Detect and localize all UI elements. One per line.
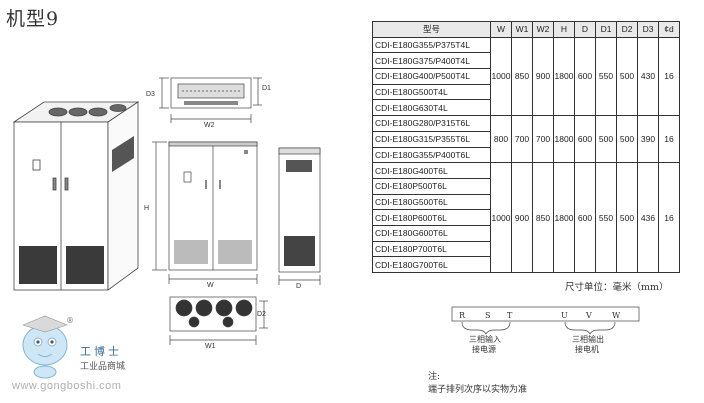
header-w: W <box>490 21 512 38</box>
value-cell: 600 <box>574 36 596 117</box>
watermark-url: www.gongboshi.com <box>12 380 122 392</box>
model-cell: CDI-E180P500T6L <box>372 177 491 195</box>
value-cell: 1800 <box>553 36 575 117</box>
model-cell: CDI-E180G315/P355T6L <box>372 130 491 148</box>
model-cell: CDI-E180G700T6L <box>372 256 491 273</box>
table-row: CDI-E180G280/P315T6L 800 700 700 1800 60… <box>372 115 680 164</box>
spec-table: 型号 W W1 W2 H D D1 D2 D3 ¢d CDI-E180G355/… <box>372 21 680 273</box>
value-cell: 1000 <box>490 162 512 273</box>
value-cell: 700 <box>511 115 533 164</box>
model-cell: CDI-E180G280/P315T6L <box>372 115 491 132</box>
value-cell: 16 <box>658 115 680 164</box>
value-cell: 1800 <box>553 115 575 164</box>
value-cell: 500 <box>595 115 617 164</box>
front-view-drawing <box>152 141 258 284</box>
value-cell: 1800 <box>553 162 575 273</box>
dim-label-d1: D1 <box>262 85 271 92</box>
header-d2: D2 <box>616 21 638 38</box>
header-d1: D1 <box>595 21 617 38</box>
value-cell: 390 <box>637 115 659 164</box>
value-cell: 16 <box>658 36 680 117</box>
registered-mark: ® <box>66 316 74 325</box>
header-model: 型号 <box>372 21 491 38</box>
header-d-dia: ¢d <box>658 21 680 38</box>
dim-label-w: W <box>207 282 214 289</box>
value-cell: 700 <box>532 115 554 164</box>
model-cell: CDI-E180P600T6L <box>372 209 491 226</box>
table-row: CDI-E180G315/P355T6L <box>372 130 680 148</box>
table-row: CDI-E180G355/P375T4L 1000 850 900 1800 6… <box>372 36 680 117</box>
note-title: 注: <box>428 372 441 382</box>
value-cell: 550 <box>595 162 617 273</box>
value-cell: 16 <box>658 162 680 273</box>
model-cell: CDI-E180G355/P375T4L <box>372 36 491 54</box>
model-cell: CDI-E180G355/P400T6L <box>372 146 491 164</box>
dim-label-w1: W1 <box>205 343 216 350</box>
value-cell: 850 <box>511 36 533 117</box>
model-cell: CDI-E180G630T4L <box>372 99 491 117</box>
input-label-1: 三相输入 <box>469 334 501 344</box>
value-cell: 500 <box>616 162 638 273</box>
terminal-diagram <box>451 306 640 335</box>
header-w1: W1 <box>511 21 533 38</box>
side-view-drawing <box>278 147 321 285</box>
watermark-subtitle: 工业品商城 <box>80 362 126 372</box>
header-h: H <box>553 21 575 38</box>
dim-label-w2: W2 <box>204 122 215 129</box>
value-cell: 436 <box>637 162 659 273</box>
isometric-cabinet-drawing <box>12 101 140 291</box>
header-w2: W2 <box>532 21 554 38</box>
value-cell: 500 <box>616 36 638 117</box>
value-cell: 850 <box>532 162 554 273</box>
value-cell: 900 <box>511 162 533 273</box>
dim-label-d2: D2 <box>257 311 266 318</box>
model-cell: CDI-E180P700T6L <box>372 240 491 258</box>
value-cell: 600 <box>574 115 596 164</box>
terminal-s: S <box>485 311 490 320</box>
note-text: 端子排列次序以实物为准 <box>428 385 528 395</box>
value-cell: 800 <box>490 115 512 164</box>
header-d3: D3 <box>637 21 659 38</box>
input-label-2: 接电源 <box>472 344 496 354</box>
top-view-drawing <box>159 77 262 123</box>
model-cell: CDI-E180G500T4L <box>372 83 491 101</box>
watermark-brand: 工博士 <box>80 345 122 358</box>
unit-note: 尺寸单位：毫米（mm） <box>565 282 669 293</box>
dim-label-d: D <box>296 283 301 290</box>
terminal-u: U <box>561 311 568 320</box>
terminal-t: T <box>507 311 513 320</box>
value-cell: 900 <box>532 36 554 117</box>
value-cell: 430 <box>637 36 659 117</box>
dim-label-h: H <box>144 205 149 212</box>
value-cell: 1000 <box>490 36 512 117</box>
model-cell: CDI-E180G400/P500T4L <box>372 68 491 85</box>
model-cell: CDI-E180G400T6L <box>372 162 491 179</box>
terminal-w: W <box>612 311 621 320</box>
output-label-2: 接电机 <box>575 344 599 354</box>
table-row: CDI-E180G700T6L <box>372 256 680 273</box>
page-title: 机型9 <box>6 8 60 30</box>
value-cell: 500 <box>616 115 638 164</box>
value-cell: 550 <box>595 36 617 117</box>
watermark-mascot <box>22 315 68 379</box>
value-cell: 600 <box>574 162 596 273</box>
terminal-v: V <box>585 311 592 320</box>
model-cell: CDI-E180G375/P400T4L <box>372 52 491 70</box>
dim-label-d3: D3 <box>146 91 155 98</box>
header-d: D <box>574 21 596 38</box>
output-label-1: 三相输出 <box>572 334 604 344</box>
table-row: CDI-E180G400T6L 1000 900 850 1800 600 55… <box>372 162 680 273</box>
model-cell: CDI-E180G500T6L <box>372 193 491 211</box>
terminal-r: R <box>459 311 466 320</box>
bottom-view-drawing <box>169 296 268 345</box>
model-cell: CDI-E180G600T6L <box>372 224 491 242</box>
